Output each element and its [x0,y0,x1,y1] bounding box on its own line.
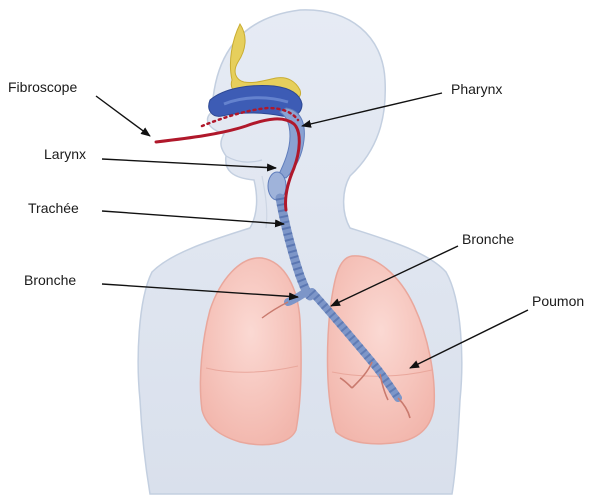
label-bronche-left: Bronche [24,272,77,288]
label-pharynx: Pharynx [451,81,503,97]
jaw-outline [225,155,263,163]
nasal-cavity-highlight [223,96,289,106]
leader-pharynx [301,92,443,128]
label-poumon: Poumon [532,293,585,309]
right-bronchus [308,288,402,402]
fibroscope-tube [154,117,301,212]
fibroscope-nasal-route [200,106,300,128]
label-bronche-right: Bronche [462,231,515,247]
left-lung [199,257,302,446]
lung-lobe-line-left [205,365,299,373]
leader-trachee [101,210,285,228]
label-fibroscope: Fibroscope [8,79,78,95]
neck-shadow [261,175,268,229]
leader-bronche-right [330,245,459,307]
leader-larynx [101,158,277,172]
label-larynx: Larynx [44,146,87,162]
label-trachee: Trachée [28,200,79,216]
bronchial-branches-right [339,361,411,419]
leader-poumon [409,309,529,369]
leader-bronche-left [101,283,299,301]
bronchial-branches-left [261,301,289,319]
leader-fibroscope [95,95,151,137]
